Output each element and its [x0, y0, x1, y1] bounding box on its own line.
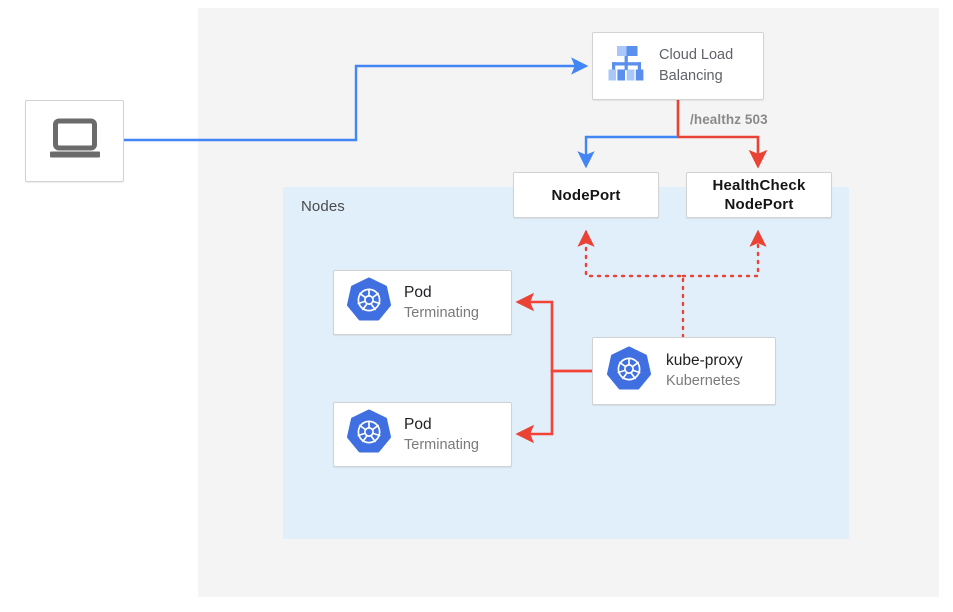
nodeport-node[interactable]: NodePort	[513, 172, 659, 218]
kube-proxy-text: kube-proxy Kubernetes	[666, 351, 743, 391]
pod-1-title: Pod	[404, 283, 432, 301]
healthz-edge-label: /healthz 503	[690, 112, 768, 127]
healthcheck-nodeport-label-line-1: HealthCheck	[712, 177, 806, 194]
pod-1-text: Pod Terminating	[404, 283, 479, 323]
kube-proxy-title: kube-proxy	[666, 352, 743, 369]
nodeport-label: NodePort	[551, 186, 621, 204]
pod-2-title: Pod	[404, 415, 432, 433]
client-node[interactable]	[25, 100, 124, 182]
pod-2-status: Terminating	[404, 436, 479, 453]
kubernetes-icon	[346, 277, 392, 328]
pod-2-text: Pod Terminating	[404, 415, 479, 455]
nodes-region-label: Nodes	[301, 198, 345, 215]
cloud-load-balancing-icon	[604, 43, 648, 90]
pod-1-status: Terminating	[404, 304, 479, 321]
cloud-load-balancing-label: Cloud Load Balancing	[659, 45, 733, 87]
healthcheck-nodeport-node[interactable]: HealthCheck NodePort	[686, 172, 832, 218]
pod-1-node[interactable]: Pod Terminating	[333, 270, 512, 335]
laptop-icon	[49, 118, 101, 165]
pod-2-node[interactable]: Pod Terminating	[333, 402, 512, 467]
kubernetes-icon	[606, 346, 652, 397]
kube-proxy-node[interactable]: kube-proxy Kubernetes	[592, 337, 776, 405]
clb-label-line-2: Balancing	[659, 68, 723, 84]
healthcheck-nodeport-label: HealthCheck NodePort	[712, 176, 805, 214]
kube-proxy-subtitle: Kubernetes	[666, 373, 741, 389]
kubernetes-icon	[346, 409, 392, 460]
clb-label-line-1: Cloud Load	[659, 47, 734, 63]
cloud-load-balancing-node[interactable]: Cloud Load Balancing	[592, 32, 764, 100]
healthcheck-nodeport-label-line-2: NodePort	[724, 196, 794, 213]
